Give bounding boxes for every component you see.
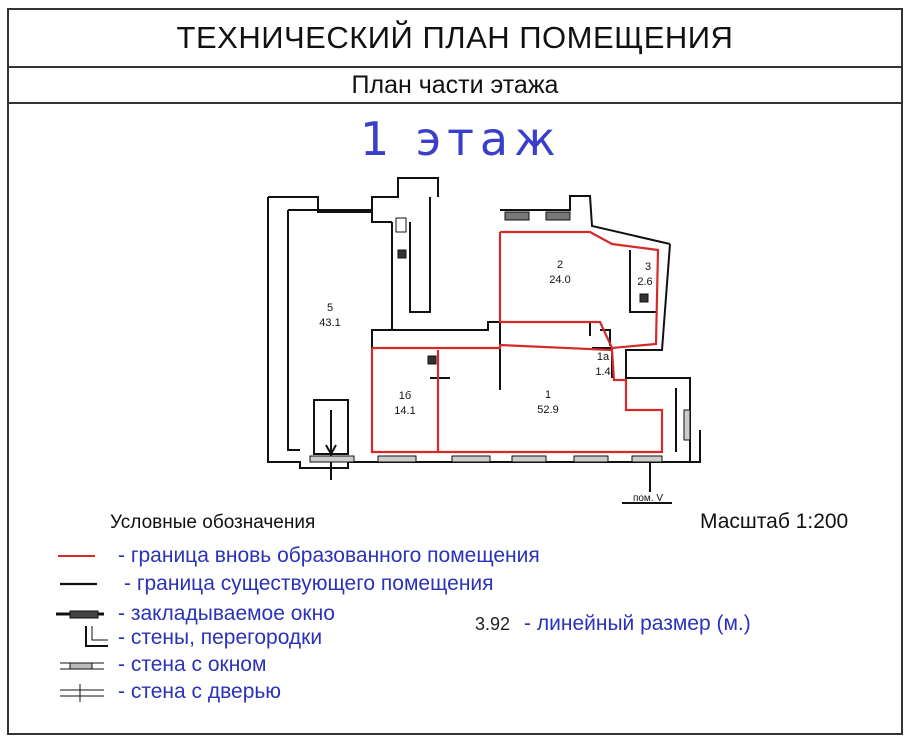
wall-toilet: [629, 250, 656, 313]
room-1a-number: 1а: [597, 351, 610, 363]
legend-symbol-wall-corner: [85, 626, 108, 647]
legend-item-walls: - стены, перегородки: [118, 625, 322, 651]
wall-top-left: [268, 177, 439, 213]
scale-label: Масштаб 1:200: [700, 510, 849, 533]
existing-walls: [267, 177, 701, 504]
drawing-sheet: ТЕХНИЧЕСКИЙ ПЛАН ПОМЕЩЕНИЯ План части эт…: [7, 8, 903, 735]
document-title: ТЕХНИЧЕСКИЙ ПЛАН ПОМЕЩЕНИЯ: [9, 10, 901, 68]
floor-title: 1 этаж: [360, 112, 562, 166]
legend-symbol-wall-door: [60, 684, 104, 702]
legend-symbols: [56, 555, 108, 702]
window-right: [683, 409, 691, 441]
window-bottom-5: [631, 455, 663, 463]
legend-item-existing-boundary: - граница существующего помещения: [124, 571, 494, 597]
boundary-room-1b-1: [370, 343, 664, 454]
legend-symbol-bricked-window: [56, 610, 104, 619]
room-1a-area: 1.4: [595, 366, 610, 378]
legend-text-wall-door: - стена с дверью: [118, 680, 282, 703]
toilet-fixture-3: [427, 355, 437, 365]
room-1-number: 1: [545, 389, 551, 401]
document-subtitle: План части этажа: [9, 68, 901, 104]
dimension-value: 3.92: [475, 613, 511, 634]
window-bottom-2: [451, 455, 491, 463]
room-ref-label: пом. V: [633, 493, 663, 504]
room-5-area: 43.1: [319, 317, 340, 329]
toilet-fixture-1: [395, 217, 407, 233]
boundary-room-2: [498, 230, 660, 350]
wall-column-right: [409, 197, 431, 313]
window-bottom-1: [377, 455, 417, 463]
wall-middle: [372, 321, 500, 331]
room-2-area: 24.0: [549, 274, 570, 286]
legend-text-wall-window: - стена с окном: [118, 653, 267, 676]
window-top-2a: [504, 211, 530, 221]
legend-item-new-boundary: - граница вновь образованного помещения: [118, 543, 540, 569]
windows: [309, 211, 691, 463]
legend-text-new-boundary: - граница вновь образованного помещения: [118, 544, 540, 567]
window-left-bottom: [309, 455, 355, 463]
room-2-number: 2: [557, 259, 563, 271]
dimension-example: 3.92 - линейный размер (м.): [475, 612, 751, 636]
legend-text-existing-boundary: - граница существующего помещения: [124, 572, 494, 595]
toilet-fixture-4: [639, 293, 649, 303]
room-1-area: 52.9: [537, 404, 558, 416]
room-1b-area: 14.1: [394, 405, 415, 417]
wall-partition-1: [500, 321, 591, 336]
room-3-area: 2.6: [637, 276, 652, 288]
window-bottom-4: [573, 455, 609, 463]
dimension-text: - линейный размер (м.): [524, 612, 751, 635]
wall-right-side: [625, 243, 691, 462]
legend-heading: Условные обозначения: [110, 512, 316, 533]
legend-item-wall-window: - стена с окном: [118, 652, 266, 678]
room-5-number: 5: [327, 302, 333, 314]
wall-left-wing-inner: [287, 210, 300, 451]
legend-item-bricked-window: - закладываемое окно: [118, 601, 335, 627]
window-top-2b: [545, 211, 571, 221]
new-boundaries: [370, 230, 664, 454]
legend-symbol-wall-corner-inner: [91, 626, 108, 641]
wall-bottom-right: [660, 430, 701, 463]
legend-text-walls: - стены, перегородки: [118, 626, 323, 649]
window-bottom-3: [511, 455, 547, 463]
stair-arrow-head: [325, 444, 337, 457]
legend-symbol-wall-window: [60, 662, 104, 670]
room-labels: 5 43.1 2 24.0 3 2.6 1а 1.4 1б 14.1 1 52.…: [319, 259, 663, 504]
legend-text-bricked-window: - закладываемое окно: [118, 602, 335, 625]
wall-top-right: [500, 195, 671, 245]
legend-item-wall-door: - стена с дверью: [118, 679, 281, 705]
room-1b-number: 1б: [399, 390, 411, 402]
toilet-fixture-2: [397, 249, 407, 259]
wall-top-left-inner: [288, 209, 392, 223]
room-3-number: 3: [645, 261, 651, 273]
